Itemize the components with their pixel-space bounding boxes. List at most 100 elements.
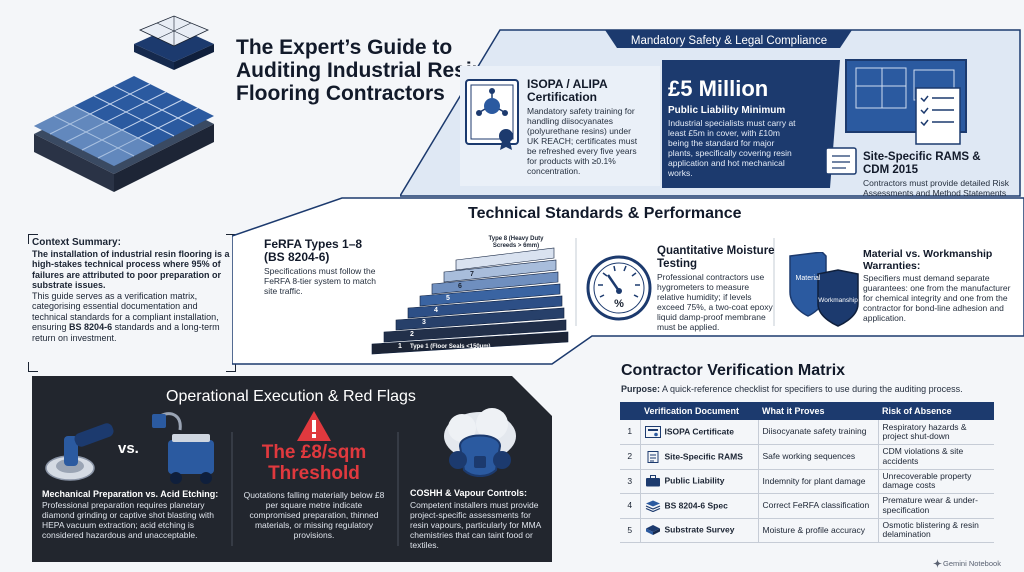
hygrometer-gauge-icon: % (586, 255, 652, 321)
row-document: Site-Specific RAMS (640, 444, 759, 470)
ferfa-step (419, 283, 561, 307)
row-number: 5 (620, 518, 641, 543)
stair-bottom-label: Type 1 (Floor Seals <150µm) (410, 344, 491, 350)
certificate-icon (644, 426, 661, 438)
row-proves: Safe working sequences (758, 444, 879, 470)
isopa-title: ISOPA / ALIPA Certification (527, 77, 608, 104)
table-row: 5 Substrate Survey Moisture & profile ac… (620, 518, 994, 543)
stair-top-label: Type 8 (Heavy Duty Screeds > 6mm) (488, 236, 544, 249)
matrix-purpose: Purpose: A quick-reference checklist for… (621, 384, 963, 394)
row-proves: Diisocyanate safety training (758, 420, 879, 445)
row-number: 3 (620, 469, 641, 494)
context-body-end: standards and a long-term return on inve… (32, 322, 220, 343)
ferfa-step (443, 259, 557, 283)
certificate-icon (465, 79, 519, 150)
coshh-title: COSHH & Vapour Controls: (410, 488, 528, 498)
row-proves: Moisture & profile accuracy (758, 518, 879, 543)
ferfa-step-label: 1 (398, 343, 402, 350)
rams-documents-icon (825, 59, 967, 175)
table-header-row: Verification Document What it Proves Ris… (620, 402, 994, 420)
resin-floor-illustration (34, 15, 214, 192)
context-body: This guide serves as a verification matr… (32, 290, 219, 333)
shield-material-label: Material (796, 275, 821, 282)
matrix-purpose-text: A quick-reference checklist for specifie… (662, 384, 963, 394)
row-risk: Osmotic blistering & resin delamination (878, 518, 994, 543)
row-risk: Unrecoverable property damage costs (878, 469, 994, 494)
table-row: 1 ISOPA Certificate Diisocyanate safety … (620, 420, 994, 445)
ferfa-step (383, 319, 567, 343)
column-header-num (620, 402, 640, 420)
compliance-section-title: Mandatory Safety & Legal Compliance (630, 35, 828, 47)
coshh-description: Competent installers must provide projec… (410, 500, 541, 550)
context-summary: Context Summary: The installation of ind… (28, 234, 236, 372)
liability-label: Public Liability Minimum (668, 105, 786, 116)
row-document-label: ISOPA Certificate (664, 426, 734, 437)
ferfa-step (371, 331, 569, 355)
vs-label: vs. (118, 440, 139, 457)
ferfa-step-label: 3 (422, 319, 426, 326)
matrix-purpose-label: Purpose: (621, 384, 661, 394)
row-document: Substrate Survey (640, 518, 759, 543)
layers-icon (645, 500, 660, 512)
row-document: ISOPA Certificate (640, 420, 759, 445)
row-proves: Indemnity for plant damage (758, 469, 879, 494)
threshold-title: The £8/sqm Threshold (261, 442, 367, 484)
table-row: 3 Public Liability Indemnity for plant d… (620, 469, 994, 494)
column-header-risk: Risk of Absence (878, 402, 994, 420)
ferfa-title: FeRFA Types 1–8 (BS 8204-6) (264, 237, 363, 264)
row-number: 4 (620, 493, 641, 519)
liability-description: Industrial specialists must carry at lea… (668, 118, 796, 178)
ferfa-step-label: 6 (458, 283, 462, 290)
mechanical-prep-title: Mechanical Preparation vs. Acid Etching: (42, 489, 219, 499)
brand-label: Gemini Notebook (943, 559, 1001, 568)
row-number: 2 (620, 444, 641, 470)
briefcase-icon (645, 475, 660, 487)
context-heading: Context Summary: (32, 237, 121, 248)
ferfa-step (407, 295, 563, 319)
ferfa-step-label: 4 (434, 307, 438, 314)
row-number: 1 (620, 420, 641, 445)
ferfa-step (431, 271, 559, 295)
operational-section-title: Operational Execution & Red Flags (166, 388, 416, 405)
context-body-standard: BS 8204-6 (69, 322, 113, 332)
ferfa-step (395, 307, 565, 331)
substrate-layers-icon (645, 525, 660, 536)
gauge-percent-symbol: % (614, 298, 624, 310)
moisture-title: Quantitative Moisture Testing (657, 245, 775, 270)
ferfa-step (455, 247, 555, 271)
threshold-description: Quotations falling materially below £8 p… (243, 490, 385, 540)
row-document-label: BS 8204-6 Spec (664, 500, 728, 510)
ferfa-step-label: 7 (470, 271, 474, 278)
context-bold-text: The installation of industrial resin flo… (32, 248, 230, 291)
ferfa-stairs-diagram: 1 2 3 4 5 6 7 (371, 247, 569, 355)
verification-matrix-table: Verification Document What it Proves Ris… (620, 402, 994, 543)
row-risk: CDM violations & site accidents (878, 444, 994, 470)
row-proves: Correct FeRFA classification (758, 493, 879, 519)
table-row: 2 Site-Specific RAMS Safe working sequen… (620, 444, 994, 470)
moisture-description: Professional contractors use hygrometers… (657, 272, 773, 332)
technical-section-title: Technical Standards & Performance (468, 205, 742, 222)
row-document: BS 8204-6 Spec (640, 493, 759, 519)
ferfa-description: Specifications must follow the FeRFA 8-t… (264, 266, 376, 296)
ferfa-step-label: 2 (410, 331, 414, 338)
checklist-icon (647, 450, 658, 463)
vacuum-extractor-icon (152, 412, 214, 484)
warranty-description: Specifiers must demand separate guarante… (863, 273, 1011, 323)
column-header-proves: What it Proves (758, 402, 878, 420)
row-document: Public Liability (640, 469, 759, 494)
warranty-shields-icon: Material Workmanship (789, 252, 859, 327)
warning-triangle-icon (297, 411, 331, 441)
liability-value: £5 Million (668, 76, 769, 101)
grinder-icon (45, 423, 114, 481)
table-row: 4 BS 8204-6 Spec Correct FeRFA classific… (620, 493, 994, 519)
row-document-label: Site-Specific RAMS (664, 451, 743, 461)
ferfa-step-label: 5 (446, 295, 450, 302)
row-document-label: Substrate Survey (664, 524, 735, 535)
mechanical-prep-description: Professional preparation requires planet… (42, 500, 214, 540)
respirator-mask-icon (444, 408, 516, 477)
row-risk: Premature wear & under-specification (878, 493, 994, 519)
warranty-title: Material vs. Workmanship Warranties: (863, 248, 993, 272)
isopa-description: Mandatory safety training for handling d… (527, 106, 638, 176)
page-title: The Expert’s Guide to Auditing Industria… (236, 36, 485, 105)
row-document-label: Public Liability (664, 475, 725, 486)
